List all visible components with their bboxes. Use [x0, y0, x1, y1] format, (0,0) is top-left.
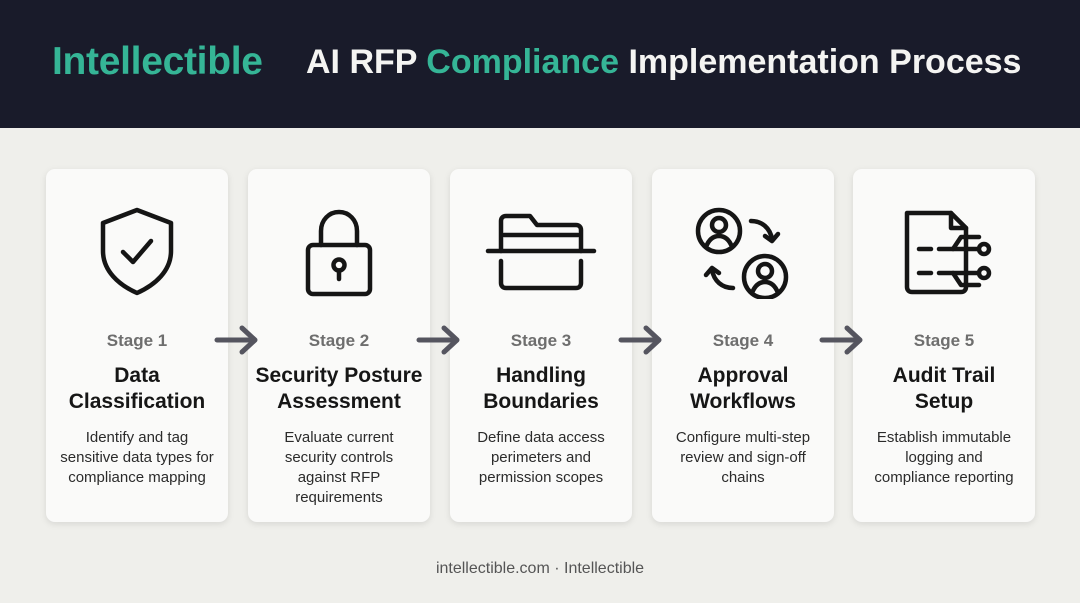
- desc-line: logging and: [905, 449, 983, 466]
- desc-line: against RFP: [297, 469, 381, 486]
- stage-title: Security Posture Assessment: [250, 363, 428, 415]
- shield-check-icon: [92, 203, 182, 299]
- arrow-right-icon: [214, 325, 258, 355]
- folder-boundary-icon: [484, 203, 598, 299]
- padlock-icon: [294, 203, 384, 299]
- title-accent: Compliance: [426, 43, 619, 81]
- stage-title: Approval Workflows: [654, 363, 832, 415]
- brand-logo: Intellectible: [52, 40, 263, 83]
- desc-line: requirements: [295, 489, 383, 506]
- stage-title-line: Boundaries: [483, 390, 599, 413]
- arrow-right-icon: [819, 325, 863, 355]
- arrow-right-icon: [618, 325, 662, 355]
- stage-title-line: Audit Trail: [892, 364, 996, 387]
- desc-line: chains: [721, 469, 765, 486]
- user-exchange-icon: [692, 203, 796, 301]
- desc-line: review and sign-off: [680, 449, 806, 466]
- stage-description: Define data access perimeters and permis…: [456, 428, 626, 488]
- stage-card-4: Stage 4 Approval Workflows Configure mul…: [652, 169, 834, 522]
- desc-line: sensitive data types for: [60, 449, 214, 466]
- stage-title: Data Classification: [48, 363, 226, 415]
- stage-label: Stage 5: [913, 331, 975, 350]
- stage-title-line: Data: [114, 364, 160, 387]
- document-circuit-icon: [895, 203, 995, 299]
- page-title: AI RFP Compliance Implementation Process: [306, 43, 1021, 82]
- stage-title-line: Setup: [914, 390, 974, 413]
- stage-description: Establish immutable logging and complian…: [859, 428, 1029, 488]
- title-part-1: AI RFP: [306, 43, 427, 81]
- desc-line: security controls: [284, 449, 394, 466]
- stage-title-line: Security Posture: [255, 364, 423, 387]
- title-part-2: Implementation Process: [619, 43, 1022, 81]
- desc-line: compliance mapping: [68, 469, 206, 486]
- arrow-right-icon: [416, 325, 460, 355]
- stage-description: Configure multi-step review and sign-off…: [658, 428, 828, 488]
- stage-title-line: Handling: [496, 364, 586, 387]
- desc-line: Establish immutable: [876, 429, 1012, 446]
- stage-card-2: Stage 2 Security Posture Assessment Eval…: [248, 169, 430, 522]
- stage-label: Stage 1: [106, 331, 168, 350]
- stage-card-1: Stage 1 Data Classification Identify and…: [46, 169, 228, 522]
- stage-label: Stage 2: [308, 331, 370, 350]
- stage-label: Stage 4: [712, 331, 774, 350]
- stage-card-3: Stage 3 Handling Boundaries Define data …: [450, 169, 632, 522]
- header-bar: Intellectible AI RFP Compliance Implemen…: [0, 0, 1080, 128]
- desc-line: permission scopes: [478, 469, 604, 486]
- stage-title-line: Classification: [68, 390, 206, 413]
- stage-title: Handling Boundaries: [452, 363, 630, 415]
- stage-title-line: Assessment: [277, 390, 401, 413]
- desc-line: Identify and tag: [85, 429, 189, 446]
- stage-label: Stage 3: [510, 331, 572, 350]
- desc-line: Configure multi-step: [675, 429, 811, 446]
- stage-description: Evaluate current security controls again…: [254, 428, 424, 508]
- stage-title-line: Approval: [697, 364, 789, 387]
- desc-line: compliance reporting: [874, 469, 1014, 486]
- desc-line: Define data access: [477, 429, 605, 446]
- stage-title: Audit Trail Setup: [855, 363, 1033, 415]
- footer-text: intellectible.com · Intellectible: [435, 560, 645, 577]
- stage-description: Identify and tag sensitive data types fo…: [52, 428, 222, 488]
- desc-line: Evaluate current: [284, 429, 394, 446]
- stage-title-line: Workflows: [690, 390, 796, 413]
- desc-line: perimeters and: [490, 449, 592, 466]
- stage-card-5: Stage 5 Audit Trail Setup Establish immu…: [853, 169, 1035, 522]
